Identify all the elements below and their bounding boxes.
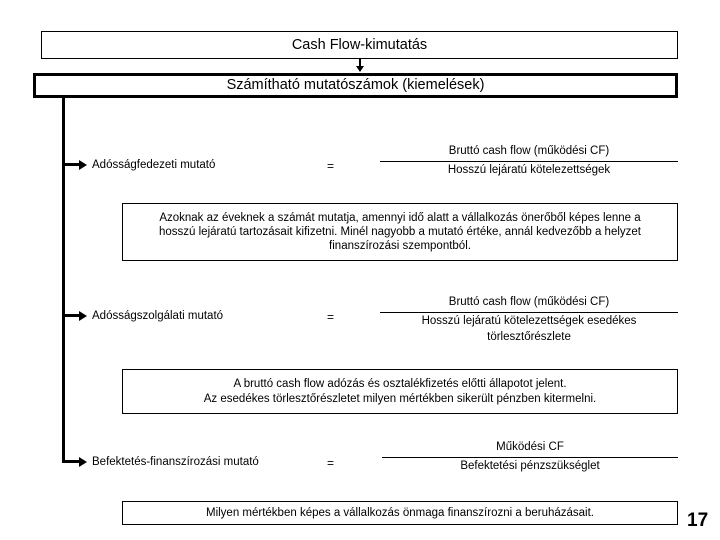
connector-arrowhead-indicator-3 xyxy=(79,457,87,467)
page-subtitle: Számítható mutatószámok (kiemelések) xyxy=(226,77,485,94)
indicator-numerator-3: Működési CF xyxy=(496,441,564,453)
indicator-label-1: Adósságfedezeti mutató xyxy=(92,159,216,171)
indicator-equals-3: = xyxy=(327,456,335,470)
indicator-label-2: Adósságszolgálati mutató xyxy=(92,310,224,322)
explanation-1-line-3: finanszírozási szempontból. xyxy=(329,240,471,253)
explanation-box-1: Azoknak az éveknek a számát mutatja, ame… xyxy=(122,203,678,261)
indicator-numerator-2: Bruttó cash flow (működési CF) xyxy=(448,296,610,308)
explanation-box-2: A bruttó cash flow adózás és osztalékfiz… xyxy=(122,369,678,414)
indicator-equals-1: = xyxy=(327,159,335,173)
bottom-note-box: Milyen mértékben képes a vállalkozás önm… xyxy=(122,501,678,525)
fraction-bar-1 xyxy=(380,160,678,162)
indicator-denominator-3-line1: Befektetési pénzszükséglet xyxy=(460,459,600,472)
indicator-fraction-2: Bruttó cash flow (működési CF) Hosszú le… xyxy=(380,294,678,346)
indicator-denominator-2-line2: törlesztőrészlete xyxy=(487,331,571,344)
connector-stem-indicator-2 xyxy=(62,314,80,317)
page-number: 17 xyxy=(687,510,709,531)
header-title-box: Cash Flow-kimutatás xyxy=(41,31,678,59)
indicator-label-3: Befektetés-finanszírozási mutató xyxy=(92,456,259,468)
explanation-2-line-1: A bruttó cash flow adózás és osztalékfiz… xyxy=(233,378,567,391)
explanation-2-line-2: Az esedékes törlesztőrészletet milyen mé… xyxy=(203,392,597,405)
connector-arrowhead-indicator-2 xyxy=(79,311,87,321)
connector-arrowhead-header xyxy=(356,66,364,72)
connector-stem-indicator-1 xyxy=(62,163,80,166)
indicator-fraction-3: Működési CF Befektetési pénzszükséglet xyxy=(382,439,678,474)
fraction-bar-2 xyxy=(380,311,678,313)
connector-stem-header xyxy=(359,59,361,67)
indicator-numerator-1: Bruttó cash flow (működési CF) xyxy=(448,145,610,157)
indicator-denominator-1-line1: Hosszú lejáratú kötelezettségek xyxy=(447,163,611,176)
bottom-note-text: Milyen mértékben képes a vállalkozás önm… xyxy=(205,506,594,519)
connector-arrowhead-indicator-1 xyxy=(79,160,87,170)
explanation-1-line-2: hosszú lejáratú tartozásait kifizetni. M… xyxy=(158,225,641,238)
connector-trunk-vertical xyxy=(62,97,65,463)
indicator-equals-2: = xyxy=(327,310,335,324)
indicator-fraction-1: Bruttó cash flow (működési CF) Hosszú le… xyxy=(380,143,678,178)
fraction-bar-3 xyxy=(382,456,678,458)
connector-stem-indicator-3 xyxy=(62,460,80,463)
header-subtitle-box: Számítható mutatószámok (kiemelések) xyxy=(33,73,678,98)
explanation-1-line-1: Azoknak az éveknek a számát mutatja, ame… xyxy=(159,211,641,224)
page-title: Cash Flow-kimutatás xyxy=(291,36,428,53)
indicator-denominator-2-line1: Hosszú lejáratú kötelezettségek esedékes xyxy=(421,314,637,327)
